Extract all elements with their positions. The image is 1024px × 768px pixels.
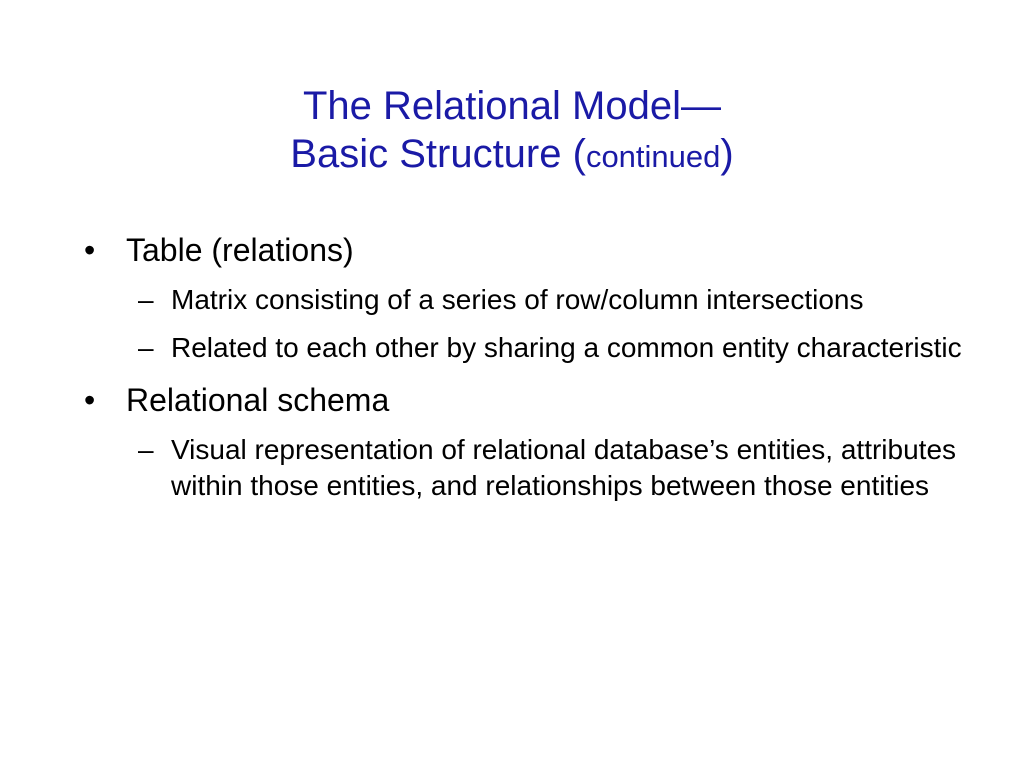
bullet-text: Relational schema [126,382,390,418]
title-line-1: The Relational Model— [303,84,721,128]
dash-icon: – [138,332,154,363]
sub-bullet-text: Matrix consisting of a series of row/col… [171,284,864,315]
title-line-2-suffix: ) [720,132,734,176]
dash-icon: – [138,434,154,465]
sub-bullet-item: – Related to each other by sharing a com… [84,330,964,366]
bullet-item: • Table (relations) [84,230,964,270]
bullet-text: Table (relations) [126,232,354,268]
bullet-icon: • [84,382,96,418]
sub-bullet-text: Visual representation of relational data… [171,434,957,501]
sub-bullet-item: – Matrix consisting of a series of row/c… [84,282,964,318]
sub-bullet-item: – Visual representation of relational da… [84,432,964,504]
slide-title: The Relational Model— Basic Structure (c… [0,82,1024,181]
bullet-item: • Relational schema [84,380,964,420]
title-continued: continued [585,139,721,174]
sub-bullet-text: Related to each other by sharing a commo… [171,332,962,363]
dash-icon: – [138,284,154,315]
bullet-icon: • [84,232,96,268]
title-line-2-prefix: Basic Structure ( [290,132,586,176]
title-line-2: Basic Structure (continued) [0,130,1024,181]
slide-body: • Table (relations) – Matrix consisting … [84,230,964,516]
